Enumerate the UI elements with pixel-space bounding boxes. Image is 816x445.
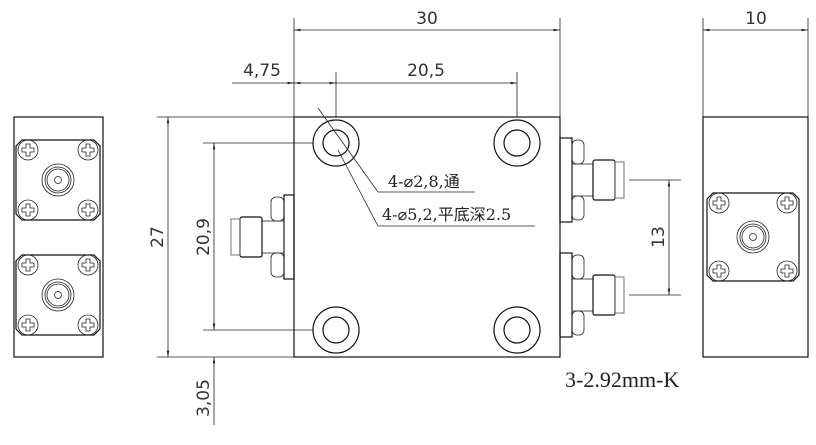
sma-connector [559,137,625,223]
dimension-port-spacing: 13 [629,179,681,296]
right-side-view [702,116,809,358]
sma-connector [559,252,625,338]
connector-flange [559,137,573,223]
hole-notes: 4-⌀2,8,通 4-⌀5,2,平底深2.5 [317,107,535,227]
dimension-overall-height: 27 [148,116,294,358]
cross-screw-icon [712,196,726,210]
cross-screw-icon [21,143,35,157]
counterbore-circle [312,119,360,167]
dimension-overall-width: 30 [293,9,561,117]
dimension-label: 27 [148,226,168,248]
screw-head [77,314,99,336]
connector-faces [15,139,800,336]
through-hole-note: 4-⌀2,8,通 [388,172,460,191]
through-hole-circle [322,129,350,157]
screw-head [17,139,39,161]
dimension-label: 13 [649,226,669,248]
connector-nut [270,252,285,278]
cross-screw-icon [21,318,35,332]
dimension-label: 3,05 [194,379,214,417]
mounting-hole [312,306,360,354]
connector-ring [44,166,72,194]
screw-head [17,199,39,221]
cross-screw-icon [81,203,95,217]
sma-connector [230,194,295,280]
connector-shaft [571,163,594,197]
cross-screw-icon [780,196,794,210]
screw-head [17,314,39,336]
connector-ring [46,283,70,307]
connector-ring [739,223,767,251]
cross-screw-icon [81,318,95,332]
screw-head [776,192,798,214]
connector-flange [559,252,573,338]
mounting-hole [493,306,541,354]
mounting-holes [312,119,541,354]
mounting-hole [312,119,360,167]
connector-ring [41,278,75,312]
main-body-outline [293,116,561,358]
counterbore-circle [493,306,541,354]
dimension-hole-y: 20,9 3,05 [194,142,313,425]
center-pin [749,233,757,241]
connector-ring [44,281,72,309]
connector-shaft [571,278,594,312]
dimension-label: 30 [416,9,438,29]
cross-screw-icon [21,258,35,272]
cross-screw-icon [81,143,95,157]
dimension-label: 20,9 [194,218,214,256]
through-hole-circle [322,316,350,344]
connector-barrel [239,216,263,258]
through-hole-circle [503,129,531,157]
connector-nut [571,310,585,336]
cross-screw-icon [81,258,95,272]
screw-head [77,199,99,221]
screw-head [708,192,730,214]
center-pin [54,176,62,184]
counterbore-circle [493,119,541,167]
cross-screw-icon [780,264,794,278]
cross-screw-icon [712,264,726,278]
screw-head [77,139,99,161]
connector-nut [571,139,585,165]
screw-head [776,260,798,282]
connector-bodies [230,137,625,338]
counterbore-note: 4-⌀5,2,平底深2.5 [382,205,511,224]
connector-ring [736,220,770,254]
connector-barrel [592,159,616,201]
dimension-label: 20,5 [407,61,445,81]
connector-tip [614,276,625,314]
connector-shaft [261,220,285,254]
mounting-hole [493,119,541,167]
dimension-label: 10 [745,9,767,29]
connector-nut [571,254,585,280]
dimension-label: 4,75 [243,61,281,81]
screw-head [17,254,39,276]
connector-flange [283,194,295,280]
center-pin [54,291,62,299]
connector-ring [46,168,70,192]
dimension-side-width: 10 [702,9,809,117]
connector-ring [41,163,75,197]
connector-nut [270,196,285,222]
counterbore-circle [312,306,360,354]
cross-screw-icon [21,203,35,217]
screw-head [77,254,99,276]
flange-outline [15,254,101,336]
connector-nut [571,195,585,221]
connector-face [15,139,101,221]
connector-ring [741,225,765,249]
connector-barrel [592,274,616,316]
through-hole-circle [503,316,531,344]
dimension-hole-x: 4,75 20,5 [232,61,518,117]
flange-outline [706,192,800,282]
connector-face [706,192,800,282]
connector-type-label: 3-2.92mm-K [565,367,679,392]
screw-head [708,260,730,282]
connector-face [15,254,101,336]
connector-tip [614,161,625,199]
connector-tip [230,218,241,256]
left-side-view [13,116,104,358]
flange-outline [15,139,101,221]
